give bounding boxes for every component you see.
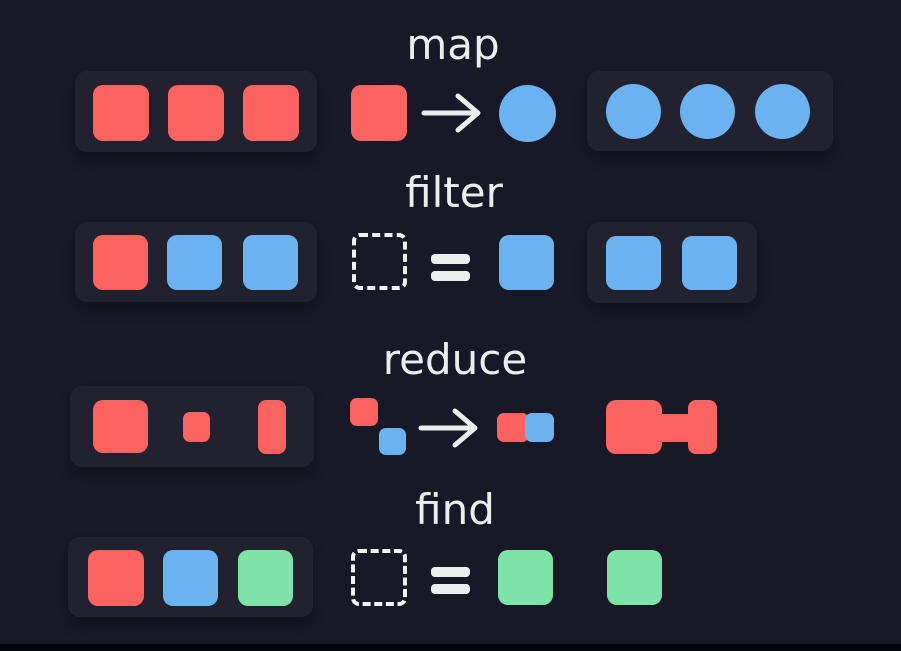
- large-red-square-icon: [93, 400, 148, 453]
- green-square-icon: [498, 550, 553, 605]
- bottom-edge-bar: [0, 644, 901, 651]
- blue-square-icon: [682, 236, 737, 290]
- green-square-icon: [238, 550, 293, 606]
- map-input-array-panel: [75, 71, 317, 152]
- small-blue-square-icon: [379, 428, 406, 455]
- red-square-icon: [351, 85, 407, 141]
- dashed-placeholder-square-icon: [351, 549, 407, 606]
- red-square-icon: [88, 550, 144, 606]
- blue-square-icon: [606, 236, 661, 290]
- row-label-map: map: [406, 20, 500, 69]
- small-red-square-icon: [350, 398, 378, 426]
- merged-blue-square-icon: [525, 413, 554, 442]
- row-label-filter: filter: [405, 168, 503, 217]
- filter-output-array-panel: [587, 222, 757, 303]
- blue-circle-icon: [755, 84, 810, 139]
- tall-red-rect-icon: [688, 400, 717, 454]
- equals-sign-icon: [431, 254, 470, 281]
- merged-red-square-icon: [497, 413, 529, 442]
- red-square-icon: [243, 85, 299, 141]
- red-square-icon: [168, 85, 224, 141]
- small-red-square-icon: [183, 412, 210, 442]
- blue-circle-icon: [606, 84, 661, 139]
- large-red-square-icon: [606, 400, 662, 454]
- find-input-array-panel: [68, 537, 313, 617]
- found-green-square-icon: [607, 550, 662, 605]
- red-square-icon: [93, 235, 148, 290]
- arrow-right-icon: [417, 406, 481, 450]
- reduce-input-array-panel: [70, 386, 314, 467]
- blue-square-icon: [163, 550, 218, 606]
- red-square-icon: [93, 85, 149, 141]
- equals-sign-icon: [431, 567, 470, 594]
- arrow-right-icon: [420, 91, 484, 135]
- blue-circle-icon: [680, 84, 735, 139]
- blue-circle-icon: [499, 85, 556, 142]
- blue-square-icon: [243, 235, 298, 290]
- map-output-array-panel: [587, 71, 833, 151]
- dashed-placeholder-square-icon: [352, 233, 407, 290]
- filter-input-array-panel: [75, 222, 317, 302]
- tall-red-rect-icon: [258, 400, 286, 454]
- row-label-find: find: [415, 485, 495, 534]
- row-label-reduce: reduce: [382, 335, 528, 384]
- blue-square-icon: [167, 235, 222, 290]
- blue-square-icon: [499, 235, 554, 290]
